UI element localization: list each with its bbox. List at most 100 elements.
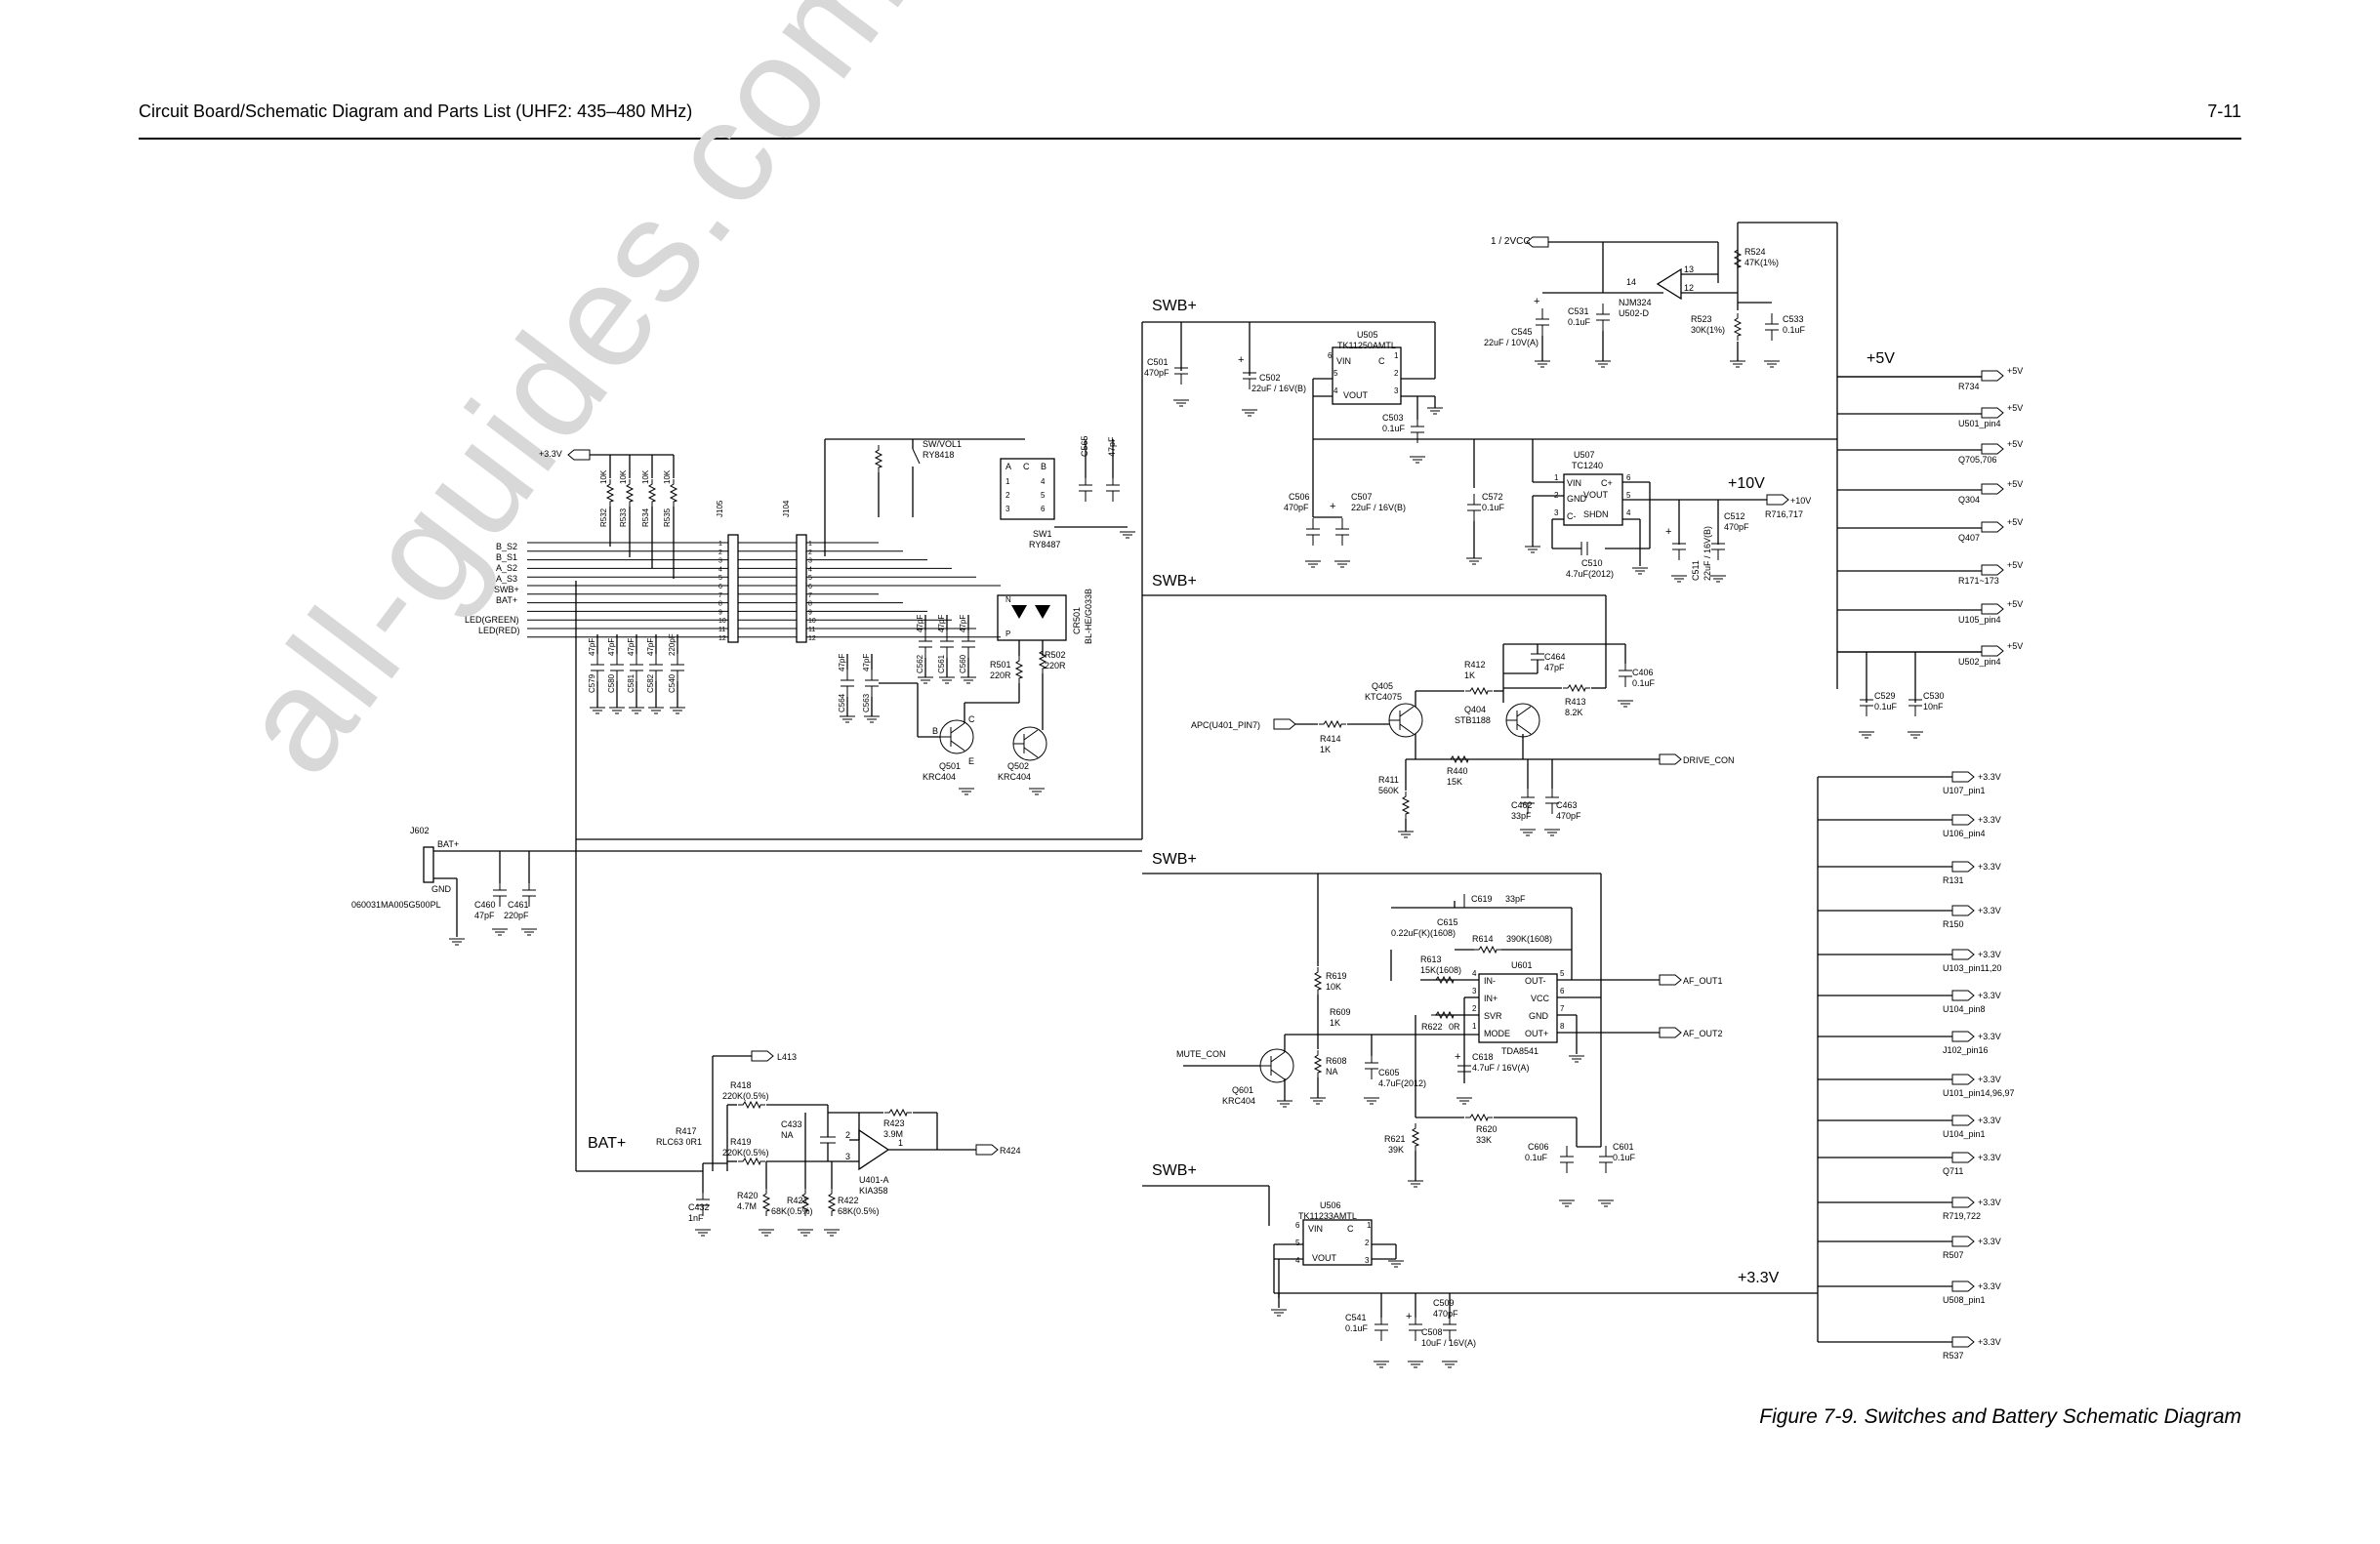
sw1-n2: 2	[1005, 491, 1010, 500]
c463-val: 470pF	[1556, 811, 1581, 821]
c501-val: 470pF	[1144, 368, 1169, 378]
u505-vout: VOUT	[1343, 390, 1369, 400]
r524-ref: R524	[1744, 247, 1766, 257]
port-33v-dest: R150	[1943, 919, 1964, 929]
port-33v-signal: +3.3V	[1978, 815, 2001, 825]
j602-block: J602 BAT+ GND 060031MA005G500PL C460 47p…	[351, 581, 1142, 1172]
c529-val: 0.1uF	[1874, 702, 1898, 711]
c501-ref: C501	[1147, 357, 1169, 367]
r620-ref: R620	[1476, 1124, 1498, 1134]
u506-p2: 2	[1365, 1239, 1370, 1247]
bat-rail-label: BAT+	[588, 1135, 626, 1152]
port-33v-dest: U107_pin1	[1943, 786, 1986, 795]
c511-ref: C511	[1691, 560, 1701, 581]
u505-regulator-block: SWB+ C501 470pF + C502 22uF / 16V(B) U50…	[1141, 298, 1837, 839]
r502-ref: R502	[1045, 650, 1066, 660]
r422-ref: R422	[838, 1196, 859, 1205]
switch-cap-val: 47pF	[916, 615, 924, 632]
r411-val: 560K	[1378, 786, 1399, 795]
l413-label: L413	[777, 1052, 797, 1062]
apc-drive-block: SWB+ C406 0.1uF C464 47pF R413 8.2K	[1142, 573, 1735, 838]
u505-vin: VIN	[1336, 356, 1351, 366]
u601-inp: IN+	[1484, 994, 1498, 1003]
p33v-port-list: +3.3VU107_pin1+3.3VU106_pin4+3.3VR131+3.…	[1817, 771, 2015, 1361]
c464-val: 47pF	[1544, 663, 1565, 672]
pullup-ref: R532	[599, 508, 608, 527]
c533-ref: C533	[1783, 314, 1804, 324]
u601-svr: SVR	[1484, 1011, 1502, 1021]
j602-bat-label: BAT+	[437, 839, 459, 849]
sw1-part: RY8487	[1029, 540, 1060, 549]
r413-val: 8.2K	[1565, 708, 1583, 717]
j104-pin-num: 4	[808, 566, 812, 573]
u505-p3: 3	[1394, 386, 1399, 395]
filter-cap-val: 47pF	[588, 638, 596, 656]
j104-pin-num: 6	[808, 584, 812, 590]
led-green-label: LED(GREEN)	[465, 615, 519, 625]
c508-ref: C508	[1421, 1327, 1443, 1337]
c508-plus: +	[1406, 1311, 1412, 1322]
r608-val: NA	[1326, 1067, 1338, 1077]
sw1-a: A	[1005, 462, 1011, 471]
u505-p1: 1	[1394, 351, 1399, 360]
af-out2-label: AF_OUT2	[1683, 1029, 1723, 1038]
j104-pin-num: 8	[808, 601, 812, 608]
j105-pin-num: 4	[718, 566, 722, 573]
kia358-opamp-symbol	[858, 1128, 890, 1171]
battery-sense-block: L413 R418 220K(0.5%) R417 RLC63 0R1 R419…	[656, 1050, 1021, 1237]
b-s1-label: B_S1	[496, 552, 517, 562]
u502-pin12: 12	[1684, 283, 1694, 293]
c506-val: 470pF	[1284, 503, 1309, 512]
r622-val: 0R	[1449, 1022, 1460, 1032]
filter-cap-val: 47pF	[607, 638, 616, 656]
switch-cap-ref: C562	[916, 654, 924, 673]
u506-vin: VIN	[1308, 1224, 1323, 1234]
r608-ref: R608	[1326, 1056, 1347, 1066]
port-5v-dest: U501_pin4	[1958, 419, 2001, 428]
port-5v-dest: R171~173	[1958, 576, 1999, 586]
bat-in-label: BAT+	[496, 595, 517, 605]
swb-rail-label-4: SWB+	[1152, 1162, 1197, 1179]
filter-cap-ref: C580	[607, 673, 616, 693]
port-33v-signal: +3.3V	[1978, 862, 2001, 872]
port-33v-signal: +3.3V	[1978, 950, 2001, 959]
filter-cap-ref: C540	[668, 673, 677, 693]
j104-pin-num: 3	[808, 558, 812, 565]
r716-label: R716,717	[1765, 509, 1803, 519]
port-33v-signal: +3.3V	[1978, 1198, 2001, 1207]
led-green-diode	[1011, 605, 1027, 619]
swb-rail-label-3: SWB+	[1152, 851, 1197, 868]
r419-ref: R419	[730, 1137, 752, 1147]
pullup-val: 10K	[619, 469, 628, 484]
c541-ref: C541	[1345, 1313, 1367, 1322]
r418-val: 220K(0.5%)	[722, 1091, 769, 1101]
c508-val: 10uF / 16V(A)	[1421, 1338, 1476, 1348]
p5v-rail: +5V +5VR734+5VU501_pin4+5VQ705,706+5VQ30…	[1837, 350, 2023, 739]
j105-pin-num: 7	[718, 592, 722, 599]
j104-pin-num: 12	[808, 635, 816, 642]
u401-part: KIA358	[859, 1186, 888, 1196]
j105-pin-num: 3	[718, 558, 722, 565]
c605-ref: C605	[1378, 1068, 1400, 1077]
port-33v-dest: U104_pin8	[1943, 1004, 1986, 1014]
port-5v-signal: +5V	[2007, 599, 2023, 609]
q501-e: E	[968, 756, 974, 766]
j105-connector	[727, 534, 739, 643]
swb-rail-label-1: SWB+	[1152, 298, 1197, 314]
c541-val: 0.1uF	[1345, 1323, 1369, 1333]
j602-ref: J602	[410, 826, 430, 835]
